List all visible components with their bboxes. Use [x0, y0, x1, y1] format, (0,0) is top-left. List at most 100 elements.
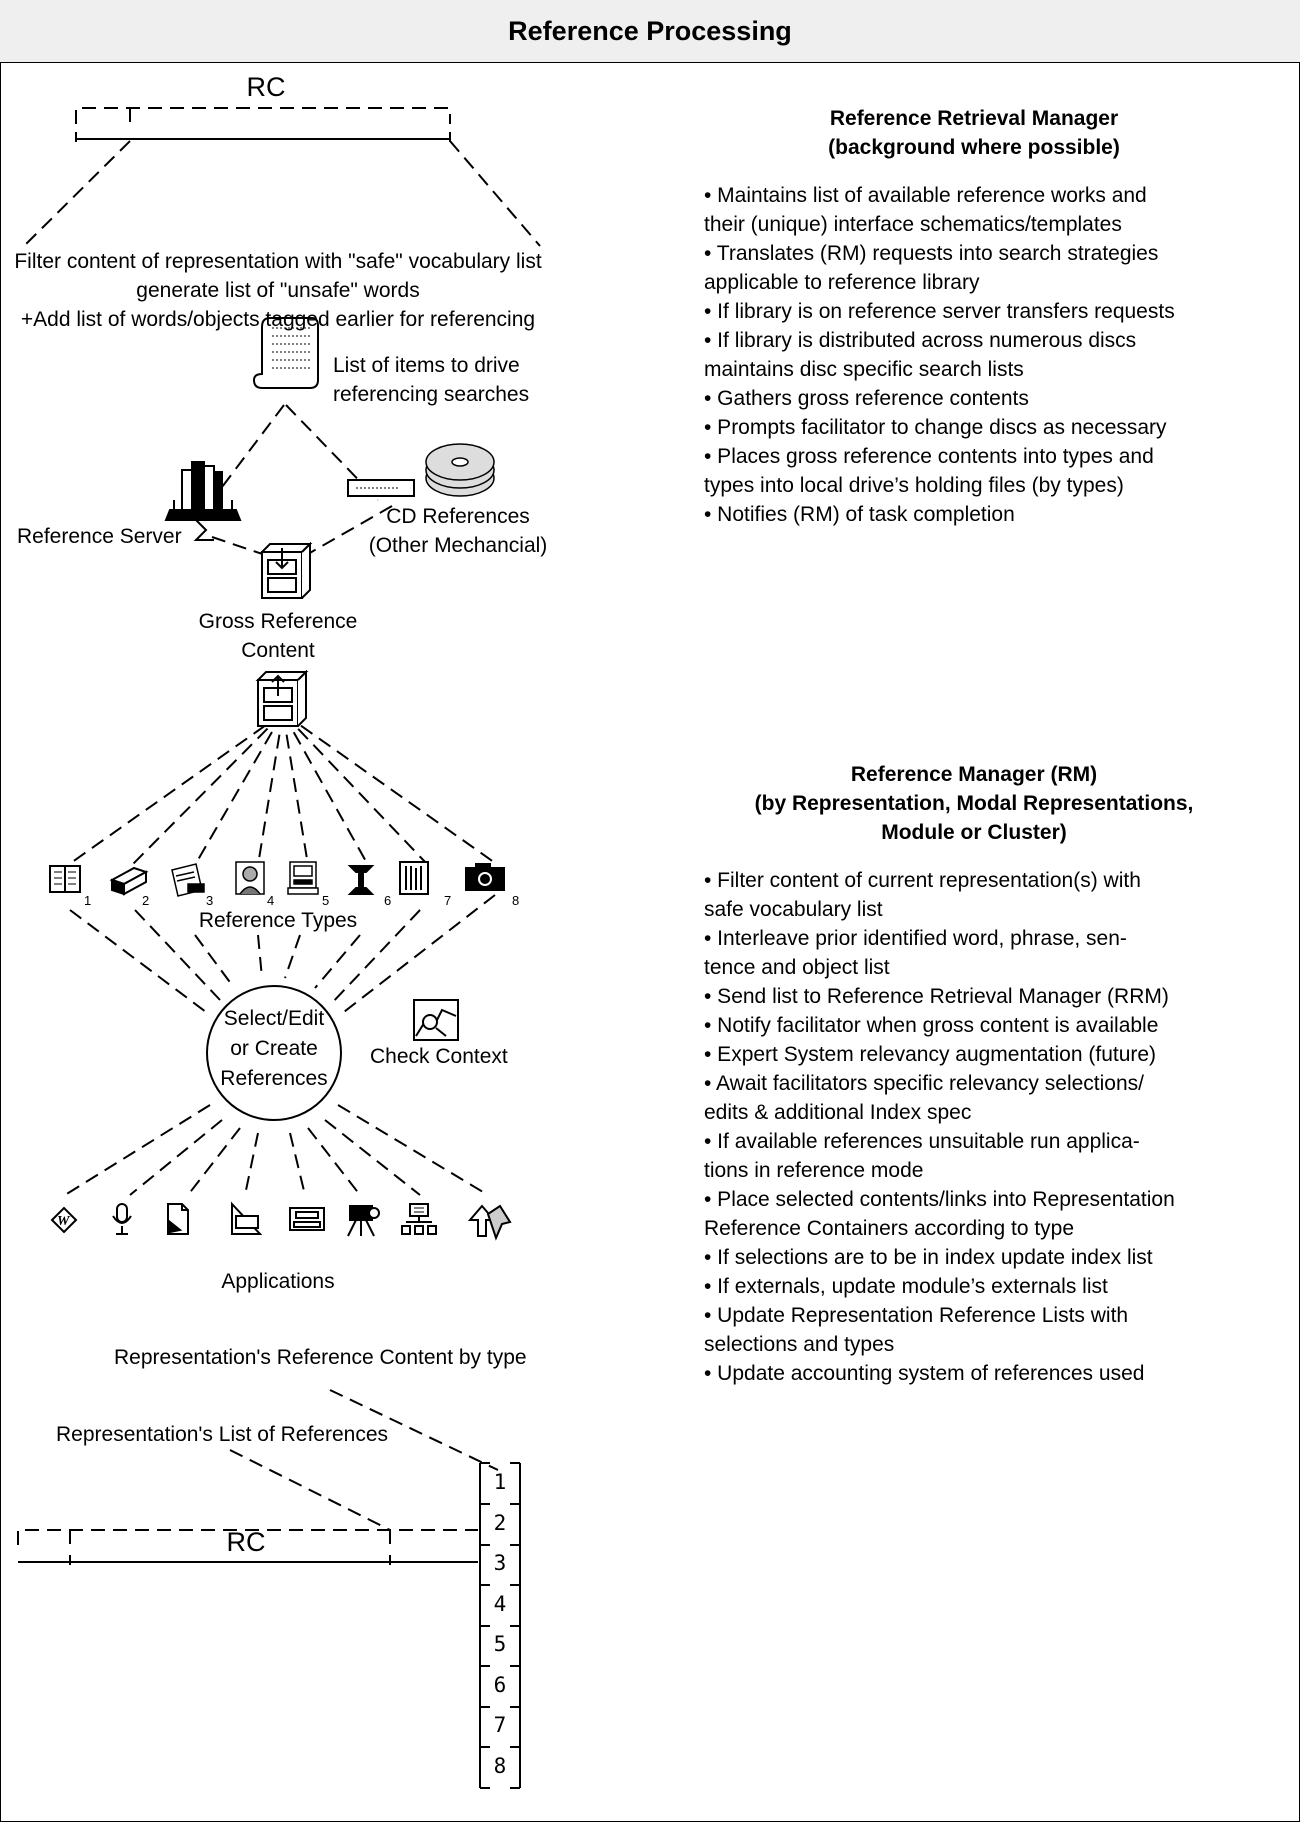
rc-bottom-dashed-edge — [17, 1529, 478, 1545]
cabinet-out-icon — [255, 669, 309, 727]
scroll-list-icon — [252, 317, 319, 389]
scroll-to-server-line — [215, 404, 285, 496]
gross-content-label-1: Gross Reference — [198, 610, 358, 633]
rm-line: • If available references unsuitable run… — [704, 1130, 1140, 1153]
list-of-refs-label: Representation's List of References — [56, 1423, 389, 1446]
reference-types-label: Reference Types — [198, 909, 358, 932]
rrm-line: • Gathers gross reference contents — [704, 387, 1029, 410]
rc-top-dashed-edge — [75, 107, 451, 124]
rc-expand-right-line — [449, 140, 541, 247]
rm-line: tions in reference mode — [704, 1159, 924, 1182]
rrm-line: applicable to reference library — [704, 271, 980, 294]
rm-line: • Expert System relevancy augmentation (… — [704, 1043, 1157, 1066]
type-number-6: 6 — [384, 893, 392, 908]
slot-number-7: 7 — [493, 1713, 507, 1737]
scroll-authority-icon — [171, 863, 205, 897]
slot-number-5: 5 — [493, 1632, 507, 1656]
check-context-label: Check Context — [370, 1045, 508, 1068]
content-by-type-label: Representation's Reference Content by ty… — [114, 1346, 527, 1369]
types-to-circle — [69, 894, 496, 1016]
filter-text-line-2: generate list of "unsafe" words — [136, 279, 420, 302]
rm-line: • Notify facilitator when gross content … — [704, 1014, 1159, 1037]
i-beam-icon — [347, 865, 375, 895]
rrm-line: types into local drive’s holding files (… — [704, 474, 1124, 497]
select-label-3: References — [220, 1067, 328, 1090]
rm-line: • If selections are to be in index updat… — [704, 1246, 1153, 1269]
slot-number-4: 4 — [493, 1592, 507, 1616]
document-icon — [167, 1203, 189, 1235]
rm-line: Reference Containers according to type — [704, 1217, 1075, 1240]
type-number-1: 1 — [84, 893, 92, 908]
rrm-line: • Places gross reference contents into t… — [704, 445, 1154, 468]
camera-icon — [465, 863, 505, 891]
server-to-cabinet-line — [211, 536, 281, 561]
check-context-icon — [413, 999, 459, 1041]
select-label-2: or Create — [230, 1037, 318, 1060]
slot-number-6: 6 — [493, 1673, 507, 1697]
cabinet-in-icon — [259, 541, 313, 599]
slot-number-1: 1 — [493, 1470, 507, 1494]
circle-to-applications — [64, 1104, 489, 1196]
reference-server-icon — [164, 461, 242, 541]
rm-line: • If externals, update module’s external… — [704, 1275, 1108, 1298]
cd-drive-icon — [347, 479, 415, 497]
rm-bullet-list: • Filter content of current representati… — [704, 866, 1298, 1388]
type-number-2: 2 — [142, 893, 150, 908]
bookshelf-icon — [399, 861, 429, 895]
filter-text-line-1: Filter content of representation with "s… — [14, 250, 542, 273]
rrm-line: their (unique) interface schematics/temp… — [704, 213, 1122, 236]
network-chart-icon — [401, 1203, 437, 1235]
rm-heading-2: (by Representation, Modal Representation… — [754, 792, 1194, 815]
word-processor-icon: W — [50, 1206, 78, 1234]
rc-bottom-label: RC — [226, 1527, 266, 1557]
cd-references-label-2: (Other Mechancial) — [368, 534, 548, 557]
gross-content-label-2: Content — [241, 639, 315, 662]
rm-heading-1: Reference Manager (RM) — [850, 763, 1098, 786]
rrm-bullet-list: • Maintains list of available reference … — [704, 181, 1298, 529]
rm-heading-3: Module or Cluster) — [881, 821, 1067, 844]
reference-slot-box — [479, 1462, 521, 1789]
rrm-line: • Notifies (RM) of task completion — [704, 503, 1015, 526]
rc-expand-left-line — [23, 140, 131, 247]
cd-references-label-1: CD References — [386, 505, 530, 528]
rm-line: • Filter content of current representati… — [704, 869, 1141, 892]
rm-line: safe vocabulary list — [704, 898, 883, 921]
fan-to-types — [67, 712, 499, 866]
svg-text:W: W — [57, 1214, 71, 1229]
slot-number-2: 2 — [493, 1511, 507, 1535]
content-by-type-pointer — [329, 1389, 499, 1471]
rm-line: • Update accounting system of references… — [704, 1362, 1145, 1385]
select-label-1: Select/Edit — [223, 1007, 325, 1030]
slot-number-8: 8 — [493, 1754, 507, 1778]
rm-line: • Update Representation Reference Lists … — [704, 1304, 1129, 1327]
applications-label: Applications — [221, 1270, 335, 1293]
portrait-icon — [235, 861, 265, 895]
page-title: Reference Processing — [0, 0, 1300, 63]
rrm-line: • If library is distributed across numer… — [704, 329, 1137, 352]
rm-line: tence and object list — [704, 956, 890, 979]
rrm-line: • Maintains list of available reference … — [704, 184, 1147, 207]
rrm-line: • Translates (RM) requests into search s… — [704, 242, 1159, 265]
rm-line: • Await facilitators specific relevancy … — [704, 1072, 1144, 1095]
drafting-tools-icon — [231, 1201, 263, 1235]
microphone-icon — [112, 1203, 132, 1235]
type-number-4: 4 — [267, 893, 275, 908]
type-number-5: 5 — [322, 893, 330, 908]
rm-line: • Place selected contents/links into Rep… — [704, 1188, 1175, 1211]
type-number-7: 7 — [444, 893, 452, 908]
filter-text-line-3: +Add list of words/objects tagged earlie… — [20, 308, 536, 331]
arrows-icon — [467, 1204, 512, 1241]
list-of-refs-pointer — [229, 1449, 391, 1531]
rc-top-label: RC — [246, 72, 286, 102]
cassette-tape-icon — [289, 1207, 325, 1231]
rrm-line: maintains disc specific search lists — [704, 358, 1024, 381]
list-items-label-2: referencing searches — [333, 383, 530, 406]
rrm-line: • If library is on reference server tran… — [704, 300, 1175, 323]
rm-line: • Interleave prior identified word, phra… — [704, 927, 1127, 950]
rrm-heading-2: (background where possible) — [828, 136, 1120, 159]
cd-stack-icon — [425, 443, 495, 497]
rm-line: • Send list to Reference Retrieval Manag… — [704, 985, 1169, 1008]
rrm-line: • Prompts facilitator to change discs as… — [704, 416, 1167, 439]
book-open-icon — [49, 865, 81, 893]
